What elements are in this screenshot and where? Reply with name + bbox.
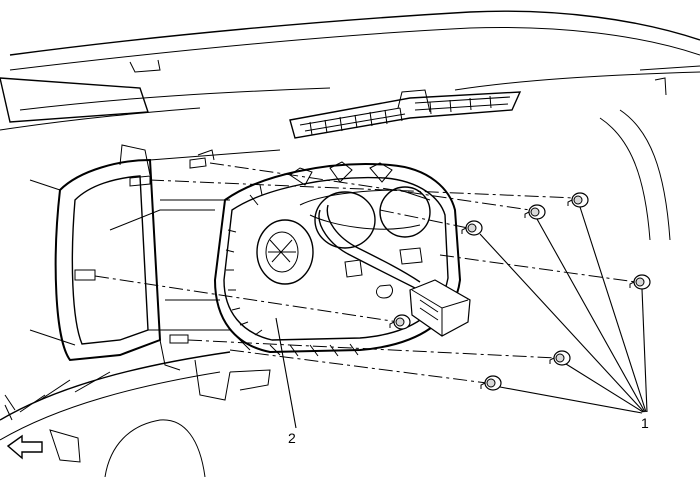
callout-label-2: 2 xyxy=(288,430,296,446)
mounting-studs xyxy=(74,149,215,344)
callout-leaders xyxy=(275,206,648,429)
instrument-panel-frame xyxy=(29,144,281,371)
wiring-harness xyxy=(318,204,471,337)
fastener xyxy=(629,274,651,290)
fastener xyxy=(524,204,546,220)
instrument-cluster xyxy=(213,161,462,357)
fasteners xyxy=(389,192,651,391)
alignment-lines xyxy=(94,162,637,384)
lower-dash-trim xyxy=(0,351,271,477)
callout-label-1: 1 xyxy=(641,415,649,431)
fastener xyxy=(549,350,571,366)
fastener xyxy=(567,192,589,208)
defroster-vent-grille xyxy=(289,89,522,139)
fastener xyxy=(461,220,483,236)
fastener xyxy=(389,314,411,330)
front-arrow-icon xyxy=(6,434,43,460)
fastener xyxy=(480,375,502,391)
dashboard-top-panel xyxy=(0,10,700,241)
